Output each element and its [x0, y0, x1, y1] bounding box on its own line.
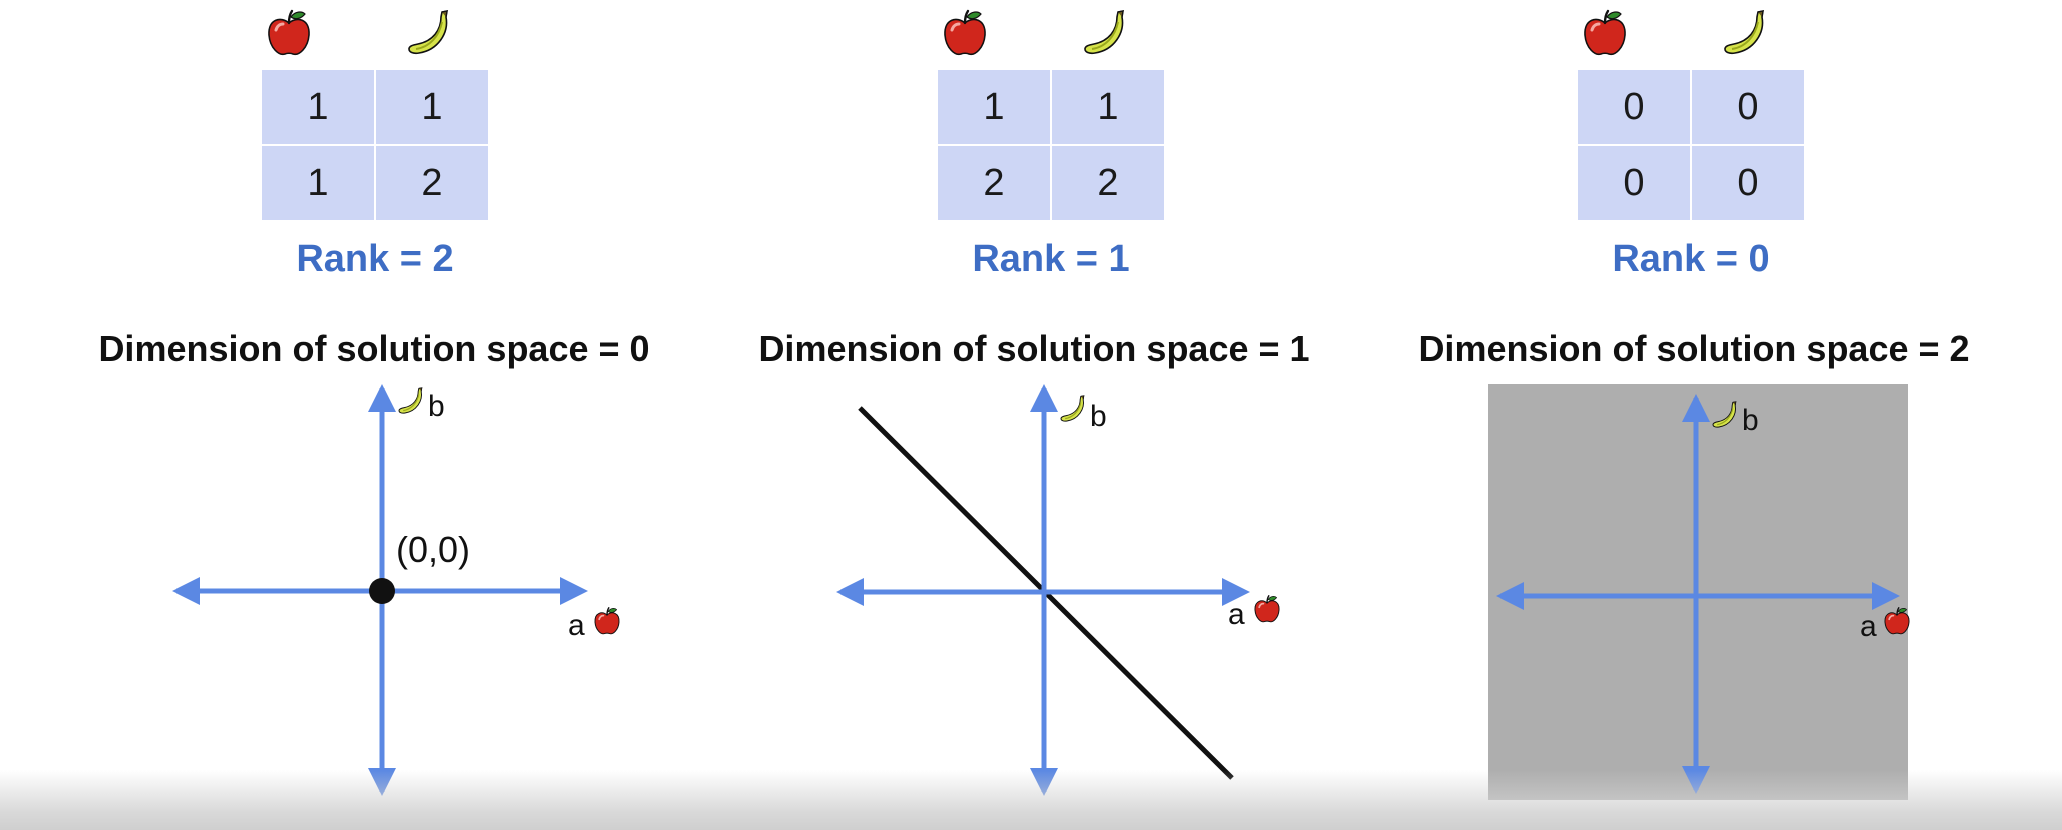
axis-y-label: b	[1090, 400, 1107, 433]
matrix-cell: 1	[262, 70, 374, 144]
matrix-block: 1 1 2 2 Rank = 1	[938, 0, 1164, 300]
panel-rank-1: 1 1 2 2 Rank = 1 Dimension of solution s…	[704, 0, 1364, 830]
solution-plot: b a	[836, 384, 1280, 796]
banana-icon	[404, 8, 454, 58]
matrix-table: 1 1 2 2	[938, 70, 1164, 220]
origin-point	[369, 578, 395, 604]
banana-icon	[1060, 395, 1085, 422]
matrix-table: 0 0 0 0	[1578, 70, 1804, 220]
rank-label: Rank = 2	[296, 238, 454, 280]
apple-icon	[594, 606, 620, 635]
apple-icon	[1254, 594, 1280, 623]
panel-rank-2: 1 1 1 2 Rank = 2 Dimension of solution s…	[44, 0, 704, 830]
dimension-title: Dimension of solution space = 0	[98, 328, 650, 369]
apple-icon	[1580, 8, 1630, 58]
matrix-cell: 2	[376, 146, 488, 220]
rank-label: Rank = 0	[1612, 238, 1770, 280]
matrix-cell: 1	[1052, 70, 1164, 144]
matrix-cell: 2	[1052, 146, 1164, 220]
apple-icon	[940, 8, 990, 58]
apple-icon	[264, 8, 314, 58]
origin-label: (0,0)	[396, 529, 470, 570]
panel-rank-0: 0 0 0 0 Rank = 0 Dimension of solution s…	[1364, 0, 2024, 830]
axis-y-label: b	[428, 390, 445, 423]
rank-label: Rank = 1	[972, 238, 1130, 280]
solution-plot: (0,0) b a	[172, 384, 620, 796]
matrix-cell: 0	[1692, 70, 1804, 144]
matrix-table: 1 1 1 2	[262, 70, 488, 220]
banana-icon	[398, 387, 423, 414]
dimension-title: Dimension of solution space = 2	[1418, 328, 1970, 369]
matrix-cell: 1	[262, 146, 374, 220]
matrix-cell: 0	[1578, 146, 1690, 220]
banana-icon	[1080, 8, 1130, 58]
dimension-title: Dimension of solution space = 1	[758, 328, 1310, 369]
matrix-cell: 1	[376, 70, 488, 144]
matrix-cell: 0	[1578, 70, 1690, 144]
banana-icon	[1720, 8, 1770, 58]
solution-plot: b a	[1488, 384, 1910, 800]
axis-x-label: a	[1860, 610, 1877, 643]
matrix-block: 0 0 0 0 Rank = 0	[1578, 0, 1804, 300]
axis-x-label: a	[1228, 598, 1245, 631]
matrix-cell: 2	[938, 146, 1050, 220]
matrix-block: 1 1 1 2 Rank = 2	[262, 0, 488, 300]
axis-y-label: b	[1742, 404, 1759, 437]
matrix-cell: 1	[938, 70, 1050, 144]
axis-x-label: a	[568, 609, 585, 642]
matrix-cell: 0	[1692, 146, 1804, 220]
